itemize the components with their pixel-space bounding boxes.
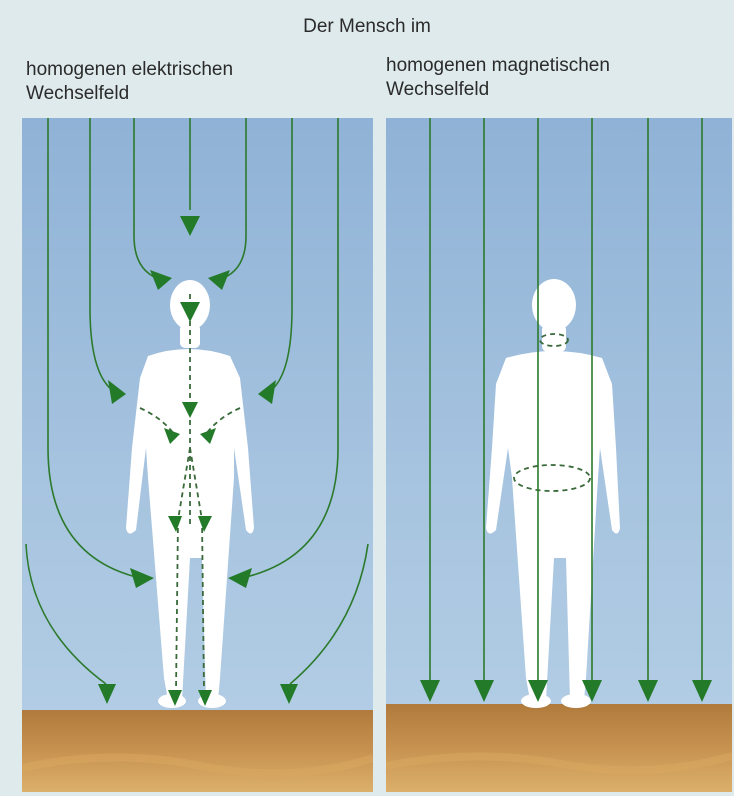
field-line-top-right (218, 118, 246, 280)
electric-field-caption: homogenen elektrischen Wechselfeld (26, 58, 233, 106)
magnetic-field-panel (386, 118, 732, 792)
arrowhead-icon (180, 216, 200, 236)
arrowhead-icon (108, 380, 126, 404)
arrowhead-icon (150, 270, 172, 290)
field-line-outer-left (48, 118, 140, 578)
field-line-mid-right (266, 118, 292, 394)
magnetic-field-illustration (386, 118, 732, 792)
magnetic-caption-line1: homogenen magnetischen (386, 54, 610, 78)
ground-strip (386, 704, 732, 792)
arrowhead-icon (258, 380, 276, 404)
field-line-bottom-right (290, 544, 368, 684)
arrowhead-icon (228, 568, 252, 588)
arrowhead-icon (280, 684, 298, 704)
arrowhead-icon (692, 680, 712, 702)
electric-field-panel (22, 118, 373, 792)
electric-field-illustration (22, 118, 373, 792)
arrowhead-icon (130, 568, 154, 588)
arrowhead-icon (474, 680, 494, 702)
diagram-title: Der Mensch im (0, 16, 734, 38)
magnetic-caption-line2: Wechselfeld (386, 78, 610, 102)
field-line-mid-left (90, 118, 118, 394)
field-line-top-left (134, 118, 162, 280)
electric-caption-line2: Wechselfeld (26, 82, 233, 106)
ground-strip (22, 710, 373, 792)
electric-caption-line1: homogenen elektrischen (26, 58, 233, 82)
magnetic-field-caption: homogenen magnetischen Wechselfeld (386, 54, 610, 102)
person-silhouette-icon (486, 279, 620, 708)
field-line-bottom-left (26, 544, 106, 684)
arrowhead-icon (98, 684, 116, 704)
arrowhead-icon (208, 270, 230, 290)
arrowhead-icon (420, 680, 440, 702)
arrowhead-icon (638, 680, 658, 702)
